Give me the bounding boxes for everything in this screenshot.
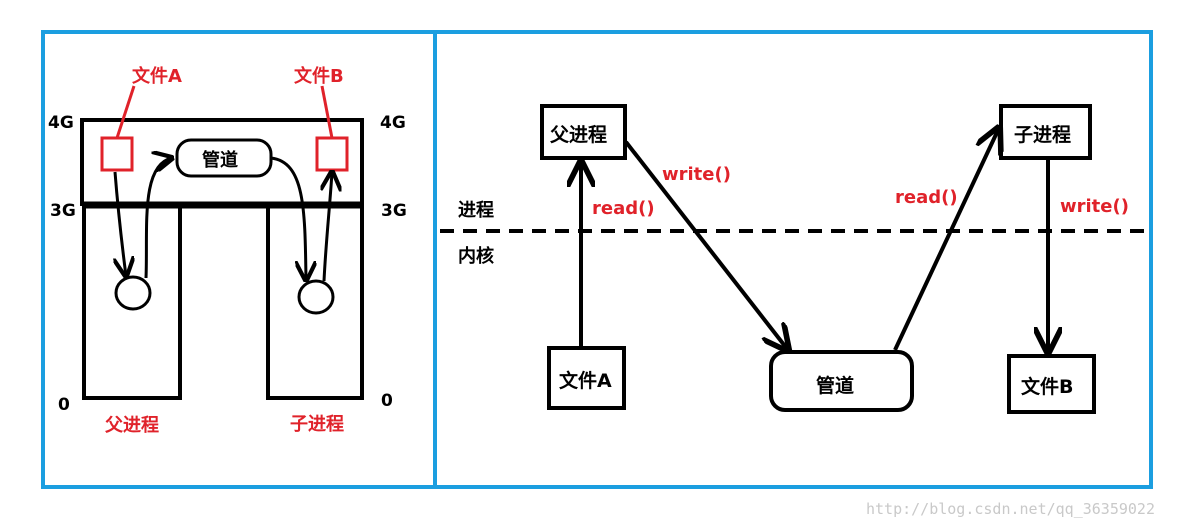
file-a-label: 文件A [132, 65, 182, 87]
outer-frame [41, 30, 1153, 489]
read-label-right: read() [895, 187, 958, 208]
parent-process-circle [114, 275, 152, 311]
label-0-right: 0 [381, 391, 393, 411]
parent-to-pipe-arrow [144, 158, 172, 279]
parent-write-arrow [624, 140, 788, 350]
file-b-box [315, 136, 349, 172]
file-b-label: 文件B [294, 65, 344, 87]
label-0-left: 0 [58, 395, 70, 415]
pipe-label-left: 管道 [202, 149, 238, 171]
parent-process-label-right: 父进程 [549, 124, 607, 146]
write-label-right: write() [1060, 196, 1129, 217]
pipe-box-right [769, 350, 914, 412]
label-3g-left: 3G [50, 201, 76, 221]
read-label-left: read() [592, 198, 655, 219]
parent-process-label-left: 父进程 [105, 415, 159, 436]
child-process-label-right: 子进程 [1014, 124, 1071, 146]
label-3g-right: 3G [381, 201, 407, 221]
process-zone-label: 进程 [458, 200, 494, 221]
label-4g-right: 4G [380, 113, 406, 133]
file-a-box [100, 136, 134, 172]
file-a-box-right [547, 346, 626, 410]
child-process-circle [297, 279, 335, 315]
file-a-to-parent-arrow [115, 171, 126, 276]
child-to-file-b-arrow [324, 172, 332, 282]
file-b-box-right [1007, 354, 1096, 414]
parent-process-column [82, 205, 182, 400]
label-4g-left: 4G [48, 113, 74, 133]
left-panel: 文件A 文件B 管道 4G 4G 3G 3G 0 0 父进程 子进程 [48, 65, 407, 436]
write-label-left: write() [662, 164, 731, 185]
file-a-pointer [115, 85, 136, 139]
file-b-pointer [320, 85, 334, 139]
right-panel: 父进程 子进程 进程 内核 write() read() read() writ… [440, 104, 1148, 414]
child-read-arrow [893, 128, 999, 351]
child-process-column [266, 205, 364, 400]
kernel-zone-label: 内核 [458, 245, 494, 267]
file-b-label-right: 文件B [1021, 375, 1073, 398]
watermark: http://blog.csdn.net/qq_36359022 [866, 500, 1155, 518]
parent-process-box [540, 104, 627, 160]
pipe-label-right: 管道 [816, 374, 854, 397]
child-process-label-left: 子进程 [290, 414, 344, 435]
pipe-to-child-arrow [270, 156, 306, 280]
file-a-label-right: 文件A [559, 369, 612, 392]
